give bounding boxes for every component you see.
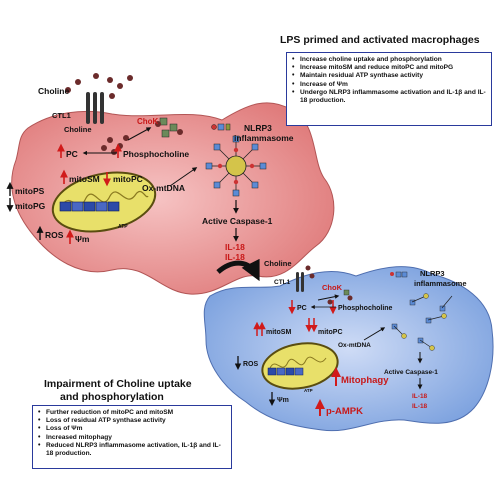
atp-label-top: ATP [118,224,128,230]
choline-label-top: Choline [38,86,69,96]
oxmtdna-arrow-bottom [363,327,386,341]
chok-label-bottom: ChoK [322,283,343,292]
chok-arrow-top [127,127,152,141]
bottom-bullet-3: Loss of Ψm [38,425,227,433]
il18-label-top-2: IL-18 [225,252,245,262]
ros-label-top: ROS [45,230,64,240]
il18-label-bottom-1: IL-18 [412,393,428,400]
choline-molecules-bottom [305,265,333,305]
il18-label-bottom-2: IL-18 [412,403,428,410]
ros-label-bottom: ROS [243,361,259,368]
top-box-title: LPS primed and activated macrophages [280,34,480,46]
choline-label-bottom: Choline [264,259,292,268]
oxmtdna-label-bottom: Ox-mtDNA [338,342,371,349]
atp-synthase-bottom [267,367,304,376]
chok-label-top: ChoK [137,117,159,126]
bottom-box-title-line2: and phosphorylation [60,391,164,403]
top-summary-box: Increase choline uptake and phosphorylat… [286,52,492,126]
nlrp3-inflammasome-top [205,123,267,197]
caspase-label-bottom: Active Caspase-1 [384,369,438,376]
bottom-bullet-2: Loss of residual ATP synthase activity [38,417,227,425]
pampk-label: p-AMPK [326,406,363,417]
inflammasome-label-top: inflammasome [234,133,294,143]
mitopc-label-bottom: mitoPC [318,329,343,336]
psi-label-bottom: Ψm [277,397,289,404]
top-bullet-3: Maintain residual ATP synthase activity [292,72,487,80]
ctl1-transporter-bottom [296,272,304,292]
phosphocholine-label-bottom: Phosphocholine [338,305,393,312]
mitosm-label-bottom: mitoSM [266,329,291,336]
atp-label-bottom: ATP [304,388,313,393]
top-macrophage-cell [11,102,335,295]
choline-molecules-top [65,73,133,99]
bottom-summary-box: Further reduction of mitoPC and mitoSM L… [32,405,232,469]
top-bullet-1: Increase choline uptake and phosphorylat… [292,56,487,64]
choline-inside-label-top: Choline [64,125,92,134]
mitopc-label-top: mitoPC [113,174,143,184]
phosphocholine-label-top: Phosphocholine [123,149,189,159]
phosphocholine-molecules-bottom [343,289,353,301]
oxmtdna-arrow-top [169,167,198,187]
bottom-bullet-4: Increased mitophagy [38,434,227,442]
nlrp3-inflammasome-bottom [390,271,453,351]
ctl1-label-bottom: CTL1 [274,279,291,286]
inflammasome-label-bottom: inflammasome [414,279,467,288]
bottom-bullet-5: Reduced NLRP3 inflammasome activation, I… [38,442,227,458]
top-bullet-list: Increase choline uptake and phosphorylat… [291,56,487,105]
nlrp3-label-bottom: NLRP3 [420,269,445,278]
pc-label-bottom: PC [297,305,307,312]
bottom-bullet-list: Further reduction of mitoPC and mitoSM L… [37,409,227,458]
nlrp3-label-top: NLRP3 [244,123,272,133]
bottom-bullet-1: Further reduction of mitoPC and mitoSM [38,409,227,417]
bottom-macrophage-cell [203,266,494,432]
mitochondrion-bottom [261,342,339,390]
transition-arrow [216,258,260,282]
bottom-box-title-line1: Impairment of Choline uptake [44,378,192,390]
il18-label-top-1: IL-18 [225,242,245,252]
chok-arrow-bottom [317,294,340,301]
oxmtdna-label-top: Ox-mtDNA [142,183,185,193]
atp-synthase-top [59,201,120,212]
pc-label-top: PC [66,149,78,159]
top-bullet-2: Increase mitoSM and reduce mitoPC and mi… [292,64,487,72]
top-bullet-4: Increase of Ψm [292,81,487,89]
psi-label-top: Ψm [75,234,90,244]
ctl1-transporter-top [86,92,104,124]
mitopg-label-top: mitoPG [15,201,46,211]
mitops-label-top: mitoPS [15,186,45,196]
caspase-label-top: Active Caspase-1 [202,216,273,226]
top-bullet-5: Undergo NLRP3 inflammasome activation an… [292,89,487,105]
mitosm-label-top: mitoSM [69,174,100,184]
mitophagy-label: Mitophagy [341,375,389,386]
phosphocholine-molecules-top [155,117,183,138]
ctl1-label-top: CTL1 [52,111,71,120]
